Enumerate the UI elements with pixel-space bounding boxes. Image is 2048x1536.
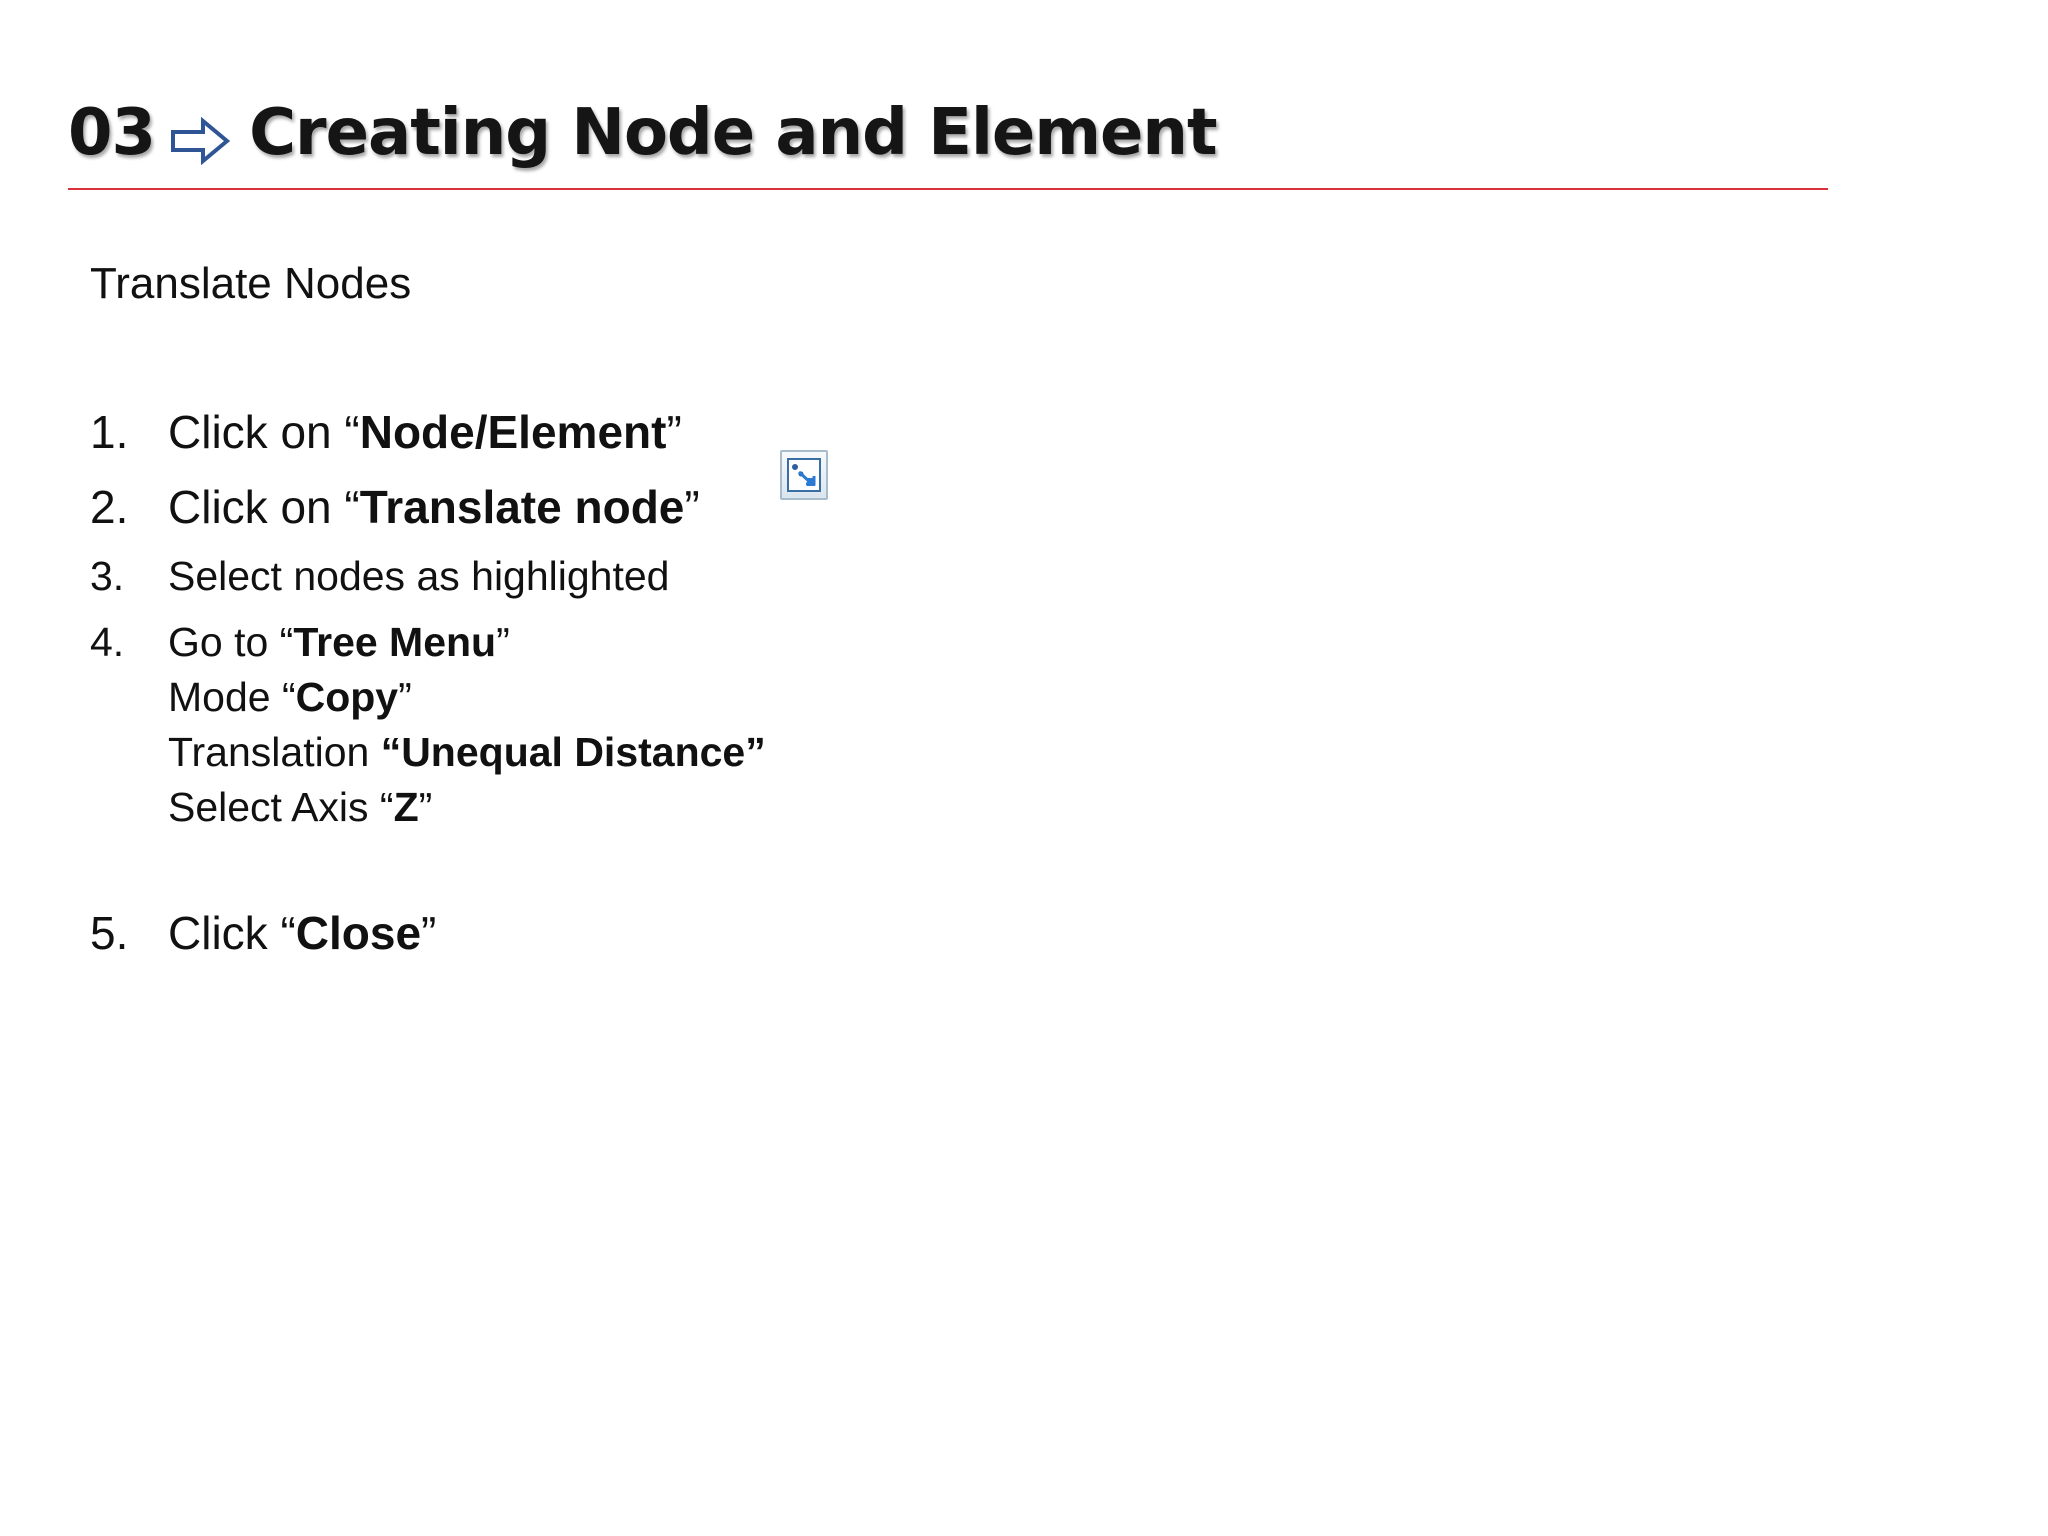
step-text: Click on “Node/Element”: [168, 406, 682, 458]
step-2: 2. Click on “Translate node”: [90, 479, 700, 535]
step-line-tree-menu: Go to “Tree Menu”: [168, 619, 510, 665]
step-text: Click “Close”: [168, 907, 437, 959]
section-subheading: Translate Nodes: [90, 259, 412, 308]
translate-node-icon: [780, 450, 828, 500]
step-emphasis: Close: [295, 907, 422, 959]
slide-title: 03 Creating Node and Element: [68, 88, 1218, 178]
step-text: Click on “Translate node”: [168, 481, 700, 533]
step-line-axis: Select Axis “Z”: [168, 784, 433, 830]
step-number: 3.: [90, 553, 125, 599]
title-divider: [68, 188, 1828, 190]
step-emphasis: Translate node: [359, 481, 685, 533]
right-arrow-outline-icon: [169, 108, 231, 166]
step-number: 2.: [90, 481, 129, 533]
step-text: Select nodes as highlighted: [168, 553, 670, 599]
title-text: Creating Node and Element: [249, 96, 1217, 170]
step-text: Go to “Tree Menu” Mode “Copy” Translatio…: [168, 615, 766, 835]
step-3: 3. Select nodes as highlighted: [90, 549, 669, 604]
step-line-translation: Translation “Unequal Distance”: [168, 729, 766, 775]
step-number: 4.: [90, 619, 125, 665]
step-line-mode: Mode “Copy”: [168, 674, 412, 720]
step-number: 1.: [90, 406, 129, 458]
step-5: 5. Click “Close”: [90, 905, 436, 961]
step-1: 1. Click on “Node/Element”: [90, 404, 682, 460]
title-number: 03: [68, 96, 156, 170]
step-emphasis: Node/Element: [359, 406, 667, 458]
step-4: 4. Go to “Tree Menu” Mode “Copy” Transla…: [90, 615, 766, 835]
step-number: 5.: [90, 907, 129, 959]
